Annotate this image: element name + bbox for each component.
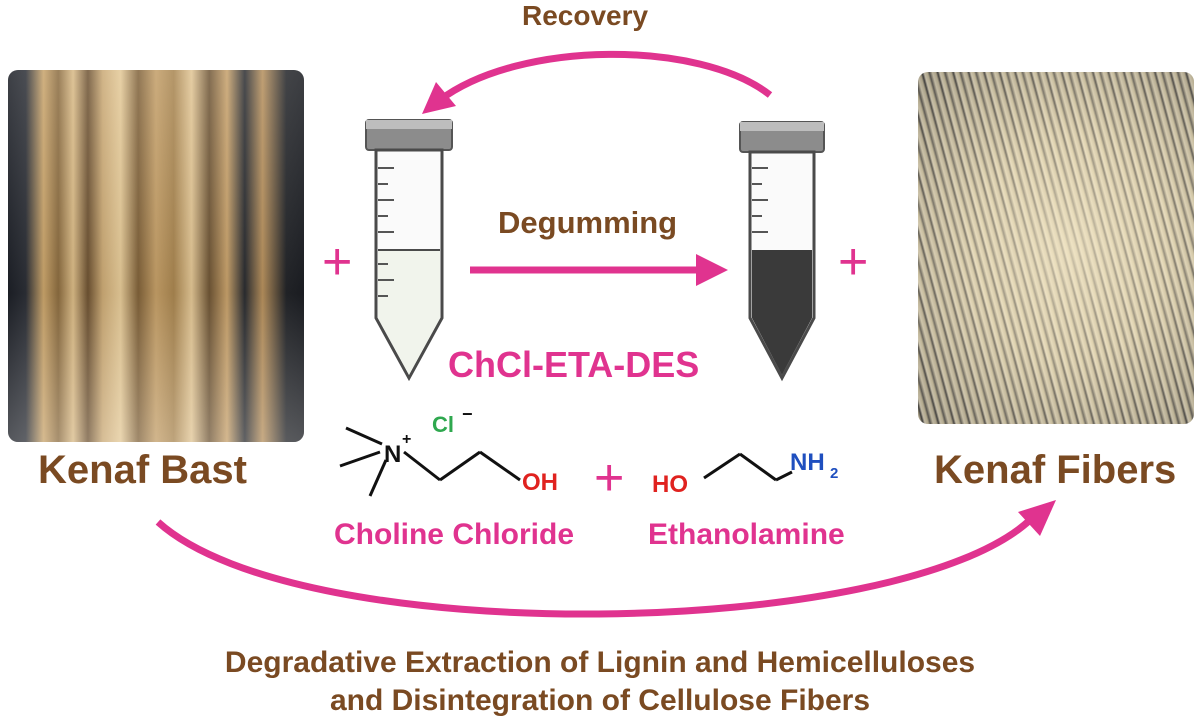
plus-sign-chem: + — [594, 449, 625, 507]
footer-line-2: and Disintegration of Cellulose Fibers — [329, 684, 871, 717]
choline-chloride-label: Choline Chloride — [334, 518, 574, 551]
kenaf-bast-photo — [8, 70, 304, 442]
amine-group: NH — [790, 449, 825, 476]
used-des-tube — [739, 121, 825, 382]
ethanolamine-hydroxyl: HO — [652, 471, 688, 498]
recovery-arrow — [437, 50, 773, 103]
kenaf-fibers-photo — [918, 72, 1194, 424]
ethanolamine-label: Ethanolamine — [648, 518, 845, 551]
bottom-arc-arrow-head — [1018, 500, 1056, 536]
positive-charge: + — [402, 431, 411, 448]
plus-sign-left: + — [322, 233, 353, 291]
hydroxyl-group: OH — [522, 469, 558, 496]
footer-line-1: Degradative Extraction of Lignin and Hem… — [224, 646, 976, 679]
degumming-arrow-head — [696, 254, 728, 286]
recovery-label: Recovery — [522, 0, 649, 31]
bottom-arc-arrow — [155, 517, 1033, 618]
choline-chloride-structure — [339, 426, 521, 497]
plus-sign-right: + — [838, 233, 869, 291]
nitrogen-atom: N — [384, 441, 401, 468]
ethanolamine-structure — [703, 452, 793, 482]
des-name-label: ChCl-ETA-DES — [448, 344, 700, 385]
kenaf-bast-label: Kenaf Bast — [38, 448, 247, 492]
amine-subscript: 2 — [830, 465, 838, 482]
negative-charge: − — [462, 404, 473, 424]
chloride-ion: Cl — [432, 412, 454, 437]
degumming-label: Degumming — [498, 205, 678, 240]
recovery-arrow-head — [422, 82, 456, 114]
fresh-des-tube — [365, 119, 453, 382]
kenaf-fibers-label: Kenaf Fibers — [934, 448, 1177, 492]
